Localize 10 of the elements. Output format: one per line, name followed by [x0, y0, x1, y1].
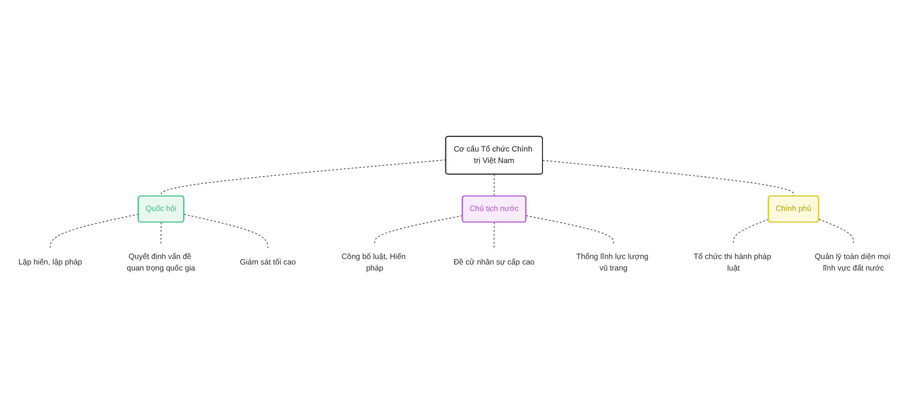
connector [374, 215, 463, 244]
connector [50, 214, 139, 250]
connector [184, 214, 268, 250]
connector [160, 222, 162, 244]
connector [494, 222, 495, 250]
connector [160, 159, 446, 197]
connector [818, 218, 854, 244]
connector [526, 215, 614, 244]
connector [494, 174, 495, 197]
connector [733, 218, 769, 244]
